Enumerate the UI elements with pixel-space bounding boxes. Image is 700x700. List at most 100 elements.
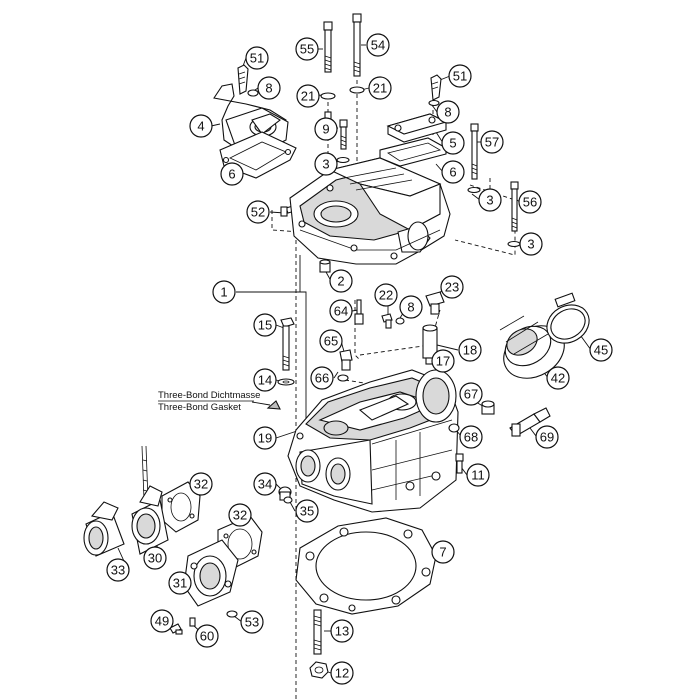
callout-21: 21 [368, 76, 392, 100]
intake-flange-31 [183, 539, 239, 607]
svg-text:1: 1 [220, 285, 227, 300]
intake-boot [499, 315, 565, 379]
svg-text:21: 21 [301, 89, 315, 104]
svg-text:51: 51 [453, 69, 467, 84]
svg-text:8: 8 [444, 105, 451, 120]
svg-text:21: 21 [373, 81, 387, 96]
callout-4: 4 [189, 114, 213, 138]
callout-14: 14 [253, 368, 277, 392]
sensor-64 [354, 299, 364, 325]
callout-53: 53 [240, 610, 264, 634]
callout-51: 51 [448, 64, 472, 88]
svg-text:8: 8 [265, 81, 272, 96]
callout-32: 32 [189, 472, 213, 496]
valve-cover-small [386, 74, 448, 143]
svg-text:23: 23 [445, 280, 459, 295]
svg-text:57: 57 [485, 135, 499, 150]
sensor-69 [509, 407, 551, 437]
callout-64: 64 [329, 299, 353, 323]
svg-text:8: 8 [407, 300, 414, 315]
svg-text:53: 53 [245, 615, 259, 630]
callout-21: 21 [296, 84, 320, 108]
callout-33: 33 [106, 558, 130, 582]
stud-13 [313, 609, 322, 655]
callout-15: 15 [253, 313, 277, 337]
plug-65 [339, 349, 353, 371]
callout-65: 65 [319, 329, 343, 353]
callout-1: 1 [212, 280, 236, 304]
stud-34 [278, 486, 292, 501]
sensor-23 [425, 291, 445, 315]
bolt-9 [336, 119, 350, 164]
callout-8: 8 [399, 295, 423, 319]
gasket-32-upper [161, 481, 201, 533]
svg-text:11: 11 [471, 468, 485, 483]
svg-text:60: 60 [200, 629, 214, 644]
callout-7: 7 [431, 540, 455, 564]
camshaft-cover [289, 157, 451, 265]
callout-bubbles: 55 54 51 8 21 21 51 4 9 8 5 57 3 6 6 3 5… [106, 33, 613, 685]
callout-2: 2 [329, 269, 353, 293]
callout-3: 3 [478, 188, 502, 212]
callout-17: 17 [431, 349, 455, 373]
screw-22 [381, 313, 393, 329]
svg-text:2: 2 [337, 274, 344, 289]
svg-text:22: 22 [379, 288, 393, 303]
svg-text:13: 13 [335, 624, 349, 639]
callout-68: 68 [459, 425, 483, 449]
svg-text:15: 15 [258, 318, 272, 333]
callout-9: 9 [314, 117, 338, 141]
callout-67: 67 [459, 382, 483, 406]
seal-66 [337, 374, 349, 382]
callout-19: 19 [253, 426, 277, 450]
washer-8 [395, 317, 405, 325]
plug-67 [481, 400, 495, 415]
cylinder-head-gasket [295, 517, 437, 615]
svg-text:32: 32 [194, 477, 208, 492]
svg-text:6: 6 [228, 167, 235, 182]
svg-text:51: 51 [250, 51, 264, 66]
callout-23: 23 [440, 275, 464, 299]
cylinder-head-bolt [320, 21, 336, 125]
cylinder-head [287, 369, 459, 513]
svg-text:65: 65 [324, 334, 338, 349]
svg-text:3: 3 [527, 237, 534, 252]
head-stud-15 [277, 317, 295, 386]
washer-60 [189, 617, 196, 627]
note-line-2: Three-Bond Gasket [158, 402, 241, 413]
callout-42: 42 [546, 366, 570, 390]
svg-text:18: 18 [463, 343, 477, 358]
intake-adapter-33 [83, 501, 125, 557]
seal-68 [448, 423, 460, 433]
svg-text:19: 19 [258, 431, 272, 446]
svg-text:45: 45 [594, 343, 608, 358]
washer-53 [226, 610, 238, 618]
dowel-2 [319, 259, 331, 273]
svg-text:52: 52 [251, 205, 265, 220]
callout-3: 3 [314, 152, 338, 176]
svg-text:12: 12 [335, 666, 349, 681]
sealant-note: Three-Bond Dichtmasse Three-Bond Gasket [158, 390, 260, 413]
callout-69: 69 [535, 425, 559, 449]
callout-8: 8 [257, 76, 281, 100]
svg-text:49: 49 [155, 614, 169, 629]
note-line-1: Three-Bond Dichtmasse [158, 390, 260, 401]
svg-text:14: 14 [258, 373, 272, 388]
callout-34: 34 [253, 472, 277, 496]
callout-13: 13 [330, 619, 354, 643]
svg-text:34: 34 [258, 477, 272, 492]
svg-text:33: 33 [111, 563, 125, 578]
seal-35 [283, 496, 293, 504]
callout-52: 52 [246, 200, 270, 224]
callout-49: 49 [150, 609, 174, 633]
callout-3: 3 [519, 232, 543, 256]
svg-text:17: 17 [436, 354, 450, 369]
callout-8: 8 [436, 100, 460, 124]
callout-31: 31 [168, 571, 192, 595]
callout-22: 22 [374, 283, 398, 307]
sealant-point [266, 400, 281, 410]
callout-5: 5 [441, 131, 465, 155]
callout-60: 60 [195, 624, 219, 648]
